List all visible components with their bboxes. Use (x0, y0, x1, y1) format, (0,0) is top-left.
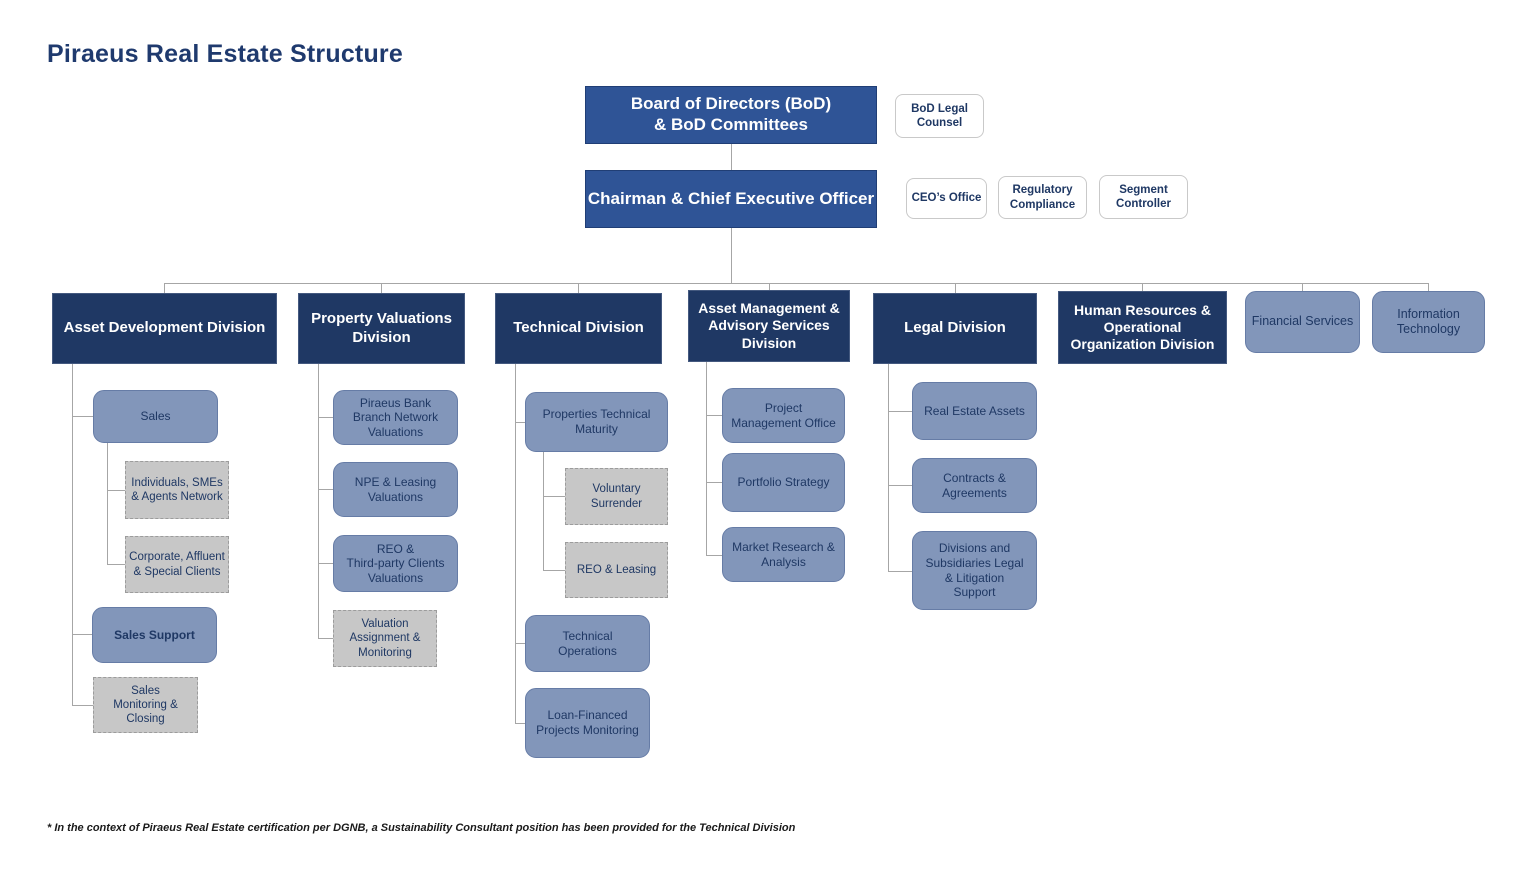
connector-branch (543, 570, 565, 571)
connector-stub (955, 283, 956, 293)
node-regulatory-compliance: Regulatory Compliance (998, 176, 1087, 219)
connector-branch (72, 705, 93, 706)
connector-board-chairman (731, 144, 732, 170)
connector-branch (515, 643, 525, 644)
connector-divisions-rail (164, 283, 1429, 284)
unit-real-estate-assets: Real Estate Assets (912, 382, 1037, 440)
connector-chairman-trunk (731, 228, 732, 283)
unit-sales: Sales (93, 390, 218, 443)
division-asset-management: Asset Management & Advisory Services Div… (688, 290, 850, 362)
node-bod-legal-counsel: BoD Legal Counsel (895, 94, 984, 138)
unit-project-management-office: Project Management Office (722, 388, 845, 443)
connector-branch (318, 489, 333, 490)
unit-branch-network-valuations: Piraeus Bank Branch Network Valuations (333, 390, 458, 445)
division-human-resources: Human Resources & Operational Organizati… (1058, 291, 1227, 364)
connector-branch (72, 634, 92, 635)
node-chairman-ceo: Chairman & Chief Executive Officer (585, 170, 877, 228)
unit-reo-third-party-valuations: REO & Third-party Clients Valuations (333, 535, 458, 592)
node-board-of-directors: Board of Directors (BoD) & BoD Committee… (585, 86, 877, 144)
connector-branch (107, 564, 125, 565)
connector-branch (888, 571, 912, 572)
connector-branch (318, 417, 333, 418)
unit-litigation-support: Divisions and Subsidiaries Legal & Litig… (912, 531, 1037, 610)
unit-reo-leasing: REO & Leasing (565, 542, 668, 598)
connector-branch (888, 485, 912, 486)
division-legal: Legal Division (873, 293, 1037, 364)
division-property-valuations: Property Valuations Division (298, 293, 465, 364)
connector-trunk-legal (888, 364, 889, 571)
connector-stub (164, 283, 165, 293)
footnote: * In the context of Piraeus Real Estate … (47, 822, 796, 834)
connector-trunk-valuations (318, 364, 319, 638)
connector-stub (381, 283, 382, 293)
unit-information-technology: Information Technology (1372, 291, 1485, 353)
connector-branch (543, 496, 565, 497)
connector-branch (318, 563, 333, 564)
unit-individuals-smes: Individuals, SMEs & Agents Network (125, 461, 229, 519)
connector-branch (107, 490, 125, 491)
connector-branch (706, 482, 722, 483)
unit-loan-financed-projects: Loan-Financed Projects Monitoring (525, 688, 650, 758)
unit-sales-support: Sales Support (92, 607, 217, 663)
unit-properties-technical-maturity: Properties Technical Maturity (525, 392, 668, 452)
connector-trunk-technical (515, 364, 516, 723)
connector-branch (706, 555, 722, 556)
node-ceo-office: CEO’s Office (906, 178, 987, 219)
connector-trunk-asset-dev (72, 364, 73, 705)
node-segment-controller: Segment Controller (1099, 175, 1188, 219)
division-technical: Technical Division (495, 293, 662, 364)
unit-voluntary-surrender: Voluntary Surrender (565, 468, 668, 525)
connector-stub (1142, 283, 1143, 293)
connector-stub (769, 283, 770, 293)
connector-branch (72, 416, 93, 417)
connector-trunk-maturity (543, 452, 544, 570)
page-title: Piraeus Real Estate Structure (47, 40, 403, 68)
connector-stub (1428, 283, 1429, 291)
connector-branch (515, 422, 525, 423)
unit-sales-monitoring: Sales Monitoring & Closing (93, 677, 198, 733)
unit-contracts-agreements: Contracts & Agreements (912, 458, 1037, 513)
connector-trunk-asset-mgmt (706, 362, 707, 555)
unit-technical-operations: Technical Operations (525, 615, 650, 672)
connector-trunk-sales (107, 443, 108, 565)
unit-npe-leasing-valuations: NPE & Leasing Valuations (333, 462, 458, 517)
connector-branch (318, 638, 333, 639)
connector-branch (515, 723, 525, 724)
connector-stub (1302, 283, 1303, 291)
unit-portfolio-strategy: Portfolio Strategy (722, 453, 845, 512)
connector-stub (578, 283, 579, 293)
connector-branch (888, 411, 912, 412)
division-asset-development: Asset Development Division (52, 293, 277, 364)
unit-corporate-affluent: Corporate, Affluent & Special Clients (125, 536, 229, 593)
unit-market-research: Market Research & Analysis (722, 527, 845, 582)
unit-valuation-assignment: Valuation Assignment & Monitoring (333, 610, 437, 667)
unit-financial-services: Financial Services (1245, 291, 1360, 353)
connector-branch (706, 415, 722, 416)
